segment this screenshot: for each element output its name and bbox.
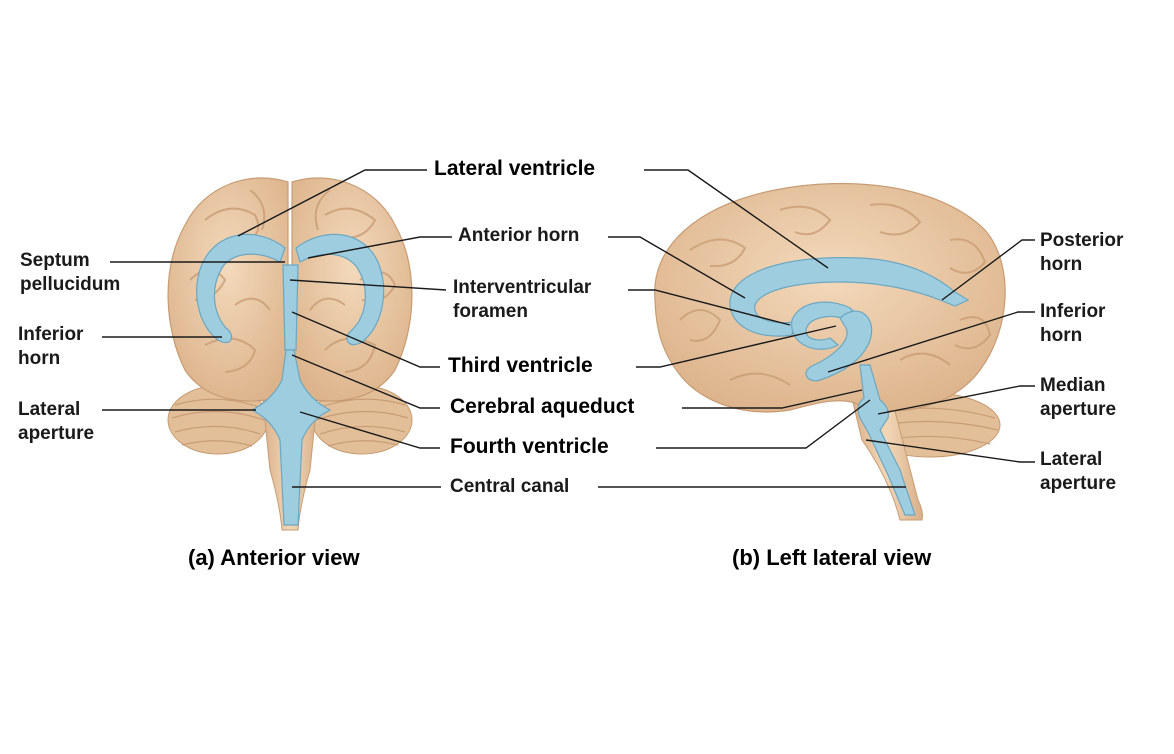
- label-lateral-aperture-right-line2: aperture: [1040, 473, 1117, 494]
- label-lateral-ventricle: Lateral ventricle: [434, 157, 596, 180]
- label-lateral-aperture-left-line1: Lateral: [18, 399, 81, 420]
- label-interventricular-foramen-line2: foramen: [453, 301, 528, 322]
- label-interventricular-foramen: Interventricular foramen: [453, 276, 591, 324]
- label-median-aperture-line2: aperture: [1040, 399, 1117, 420]
- label-central-canal: Central canal: [450, 476, 570, 497]
- label-inferior-horn-right-line2: horn: [1040, 325, 1083, 346]
- label-inferior-horn-right: Inferior horn: [1040, 300, 1105, 348]
- caption-anterior-view: (a) Anterior view: [188, 545, 360, 570]
- label-inferior-horn-right-line1: Inferior: [1040, 301, 1106, 322]
- label-septum-pellucidum-line2: pellucidum: [20, 274, 121, 295]
- lateral-ventricles-side: [729, 257, 970, 516]
- label-interventricular-foramen-line1: Interventricular: [453, 277, 592, 298]
- label-third-ventricle: Third ventricle: [448, 354, 593, 377]
- label-lateral-aperture-right: Lateral aperture: [1040, 448, 1116, 496]
- label-posterior-horn-line1: Posterior: [1040, 230, 1124, 251]
- label-inferior-horn-left: Inferior horn: [18, 323, 83, 371]
- anterior-brain: [167, 177, 413, 531]
- label-lateral-aperture-left-line2: aperture: [18, 423, 95, 444]
- label-lateral-aperture-right-line1: Lateral: [1040, 449, 1103, 470]
- label-septum-pellucidum-line1: Septum: [20, 250, 90, 271]
- label-lateral-aperture-left: Lateral aperture: [18, 398, 94, 446]
- label-posterior-horn: Posterior horn: [1040, 229, 1123, 277]
- label-cerebral-aqueduct: Cerebral aqueduct: [450, 395, 635, 418]
- label-inferior-horn-left-line1: Inferior: [18, 324, 84, 345]
- leader-lines: [102, 169, 1035, 488]
- label-fourth-ventricle: Fourth ventricle: [450, 435, 609, 458]
- caption-left-lateral-view: (b) Left lateral view: [732, 545, 932, 570]
- label-median-aperture: Median aperture: [1040, 374, 1116, 422]
- label-posterior-horn-line2: horn: [1040, 254, 1083, 275]
- label-anterior-horn: Anterior horn: [458, 225, 580, 246]
- label-inferior-horn-left-line2: horn: [18, 348, 61, 369]
- lateral-brain: [654, 182, 1006, 521]
- label-median-aperture-line1: Median: [1040, 375, 1106, 396]
- label-septum-pellucidum: Septum pellucidum: [20, 249, 120, 297]
